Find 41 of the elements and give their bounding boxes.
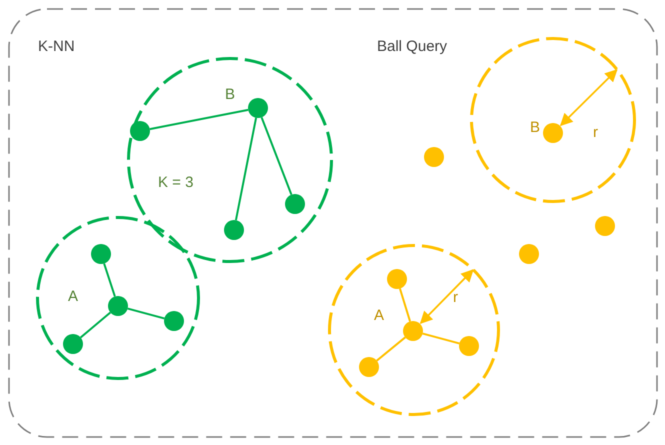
point [359,357,379,377]
radius-label: r [593,124,598,142]
connector-line [422,332,460,344]
dashed-circle [127,57,333,263]
point [543,123,563,143]
point [248,98,268,118]
dashed-frame [8,8,658,438]
connector-line [560,69,618,126]
dashed-circle [36,216,200,380]
connector-line [127,308,165,320]
point [459,336,479,356]
point [424,147,444,167]
point [63,334,83,354]
k-value-label: K = 3 [158,174,194,192]
point [224,220,244,240]
point [108,296,128,316]
point [164,311,184,331]
connector-line [376,336,406,362]
circle-label: A [68,288,78,306]
point [403,321,423,341]
point [519,244,539,264]
connector-line [103,263,116,297]
connector-line [150,108,248,130]
circle-label: B [225,86,236,104]
point [387,269,407,289]
connector-line [80,312,111,338]
point [91,244,111,264]
connector-line [398,288,412,322]
connector-line [260,116,292,196]
point [595,216,615,236]
point [130,121,150,141]
radius-label: r [453,289,458,307]
dashed-circle [470,37,636,203]
dashed-circle [328,244,500,416]
method-title: K-NN [38,38,75,56]
method-title: Ball Query [377,38,448,56]
circle-label: A [374,307,384,325]
point [285,194,305,214]
connector-line [234,118,258,220]
circle-label: B [530,119,540,137]
connector-line [420,269,474,324]
